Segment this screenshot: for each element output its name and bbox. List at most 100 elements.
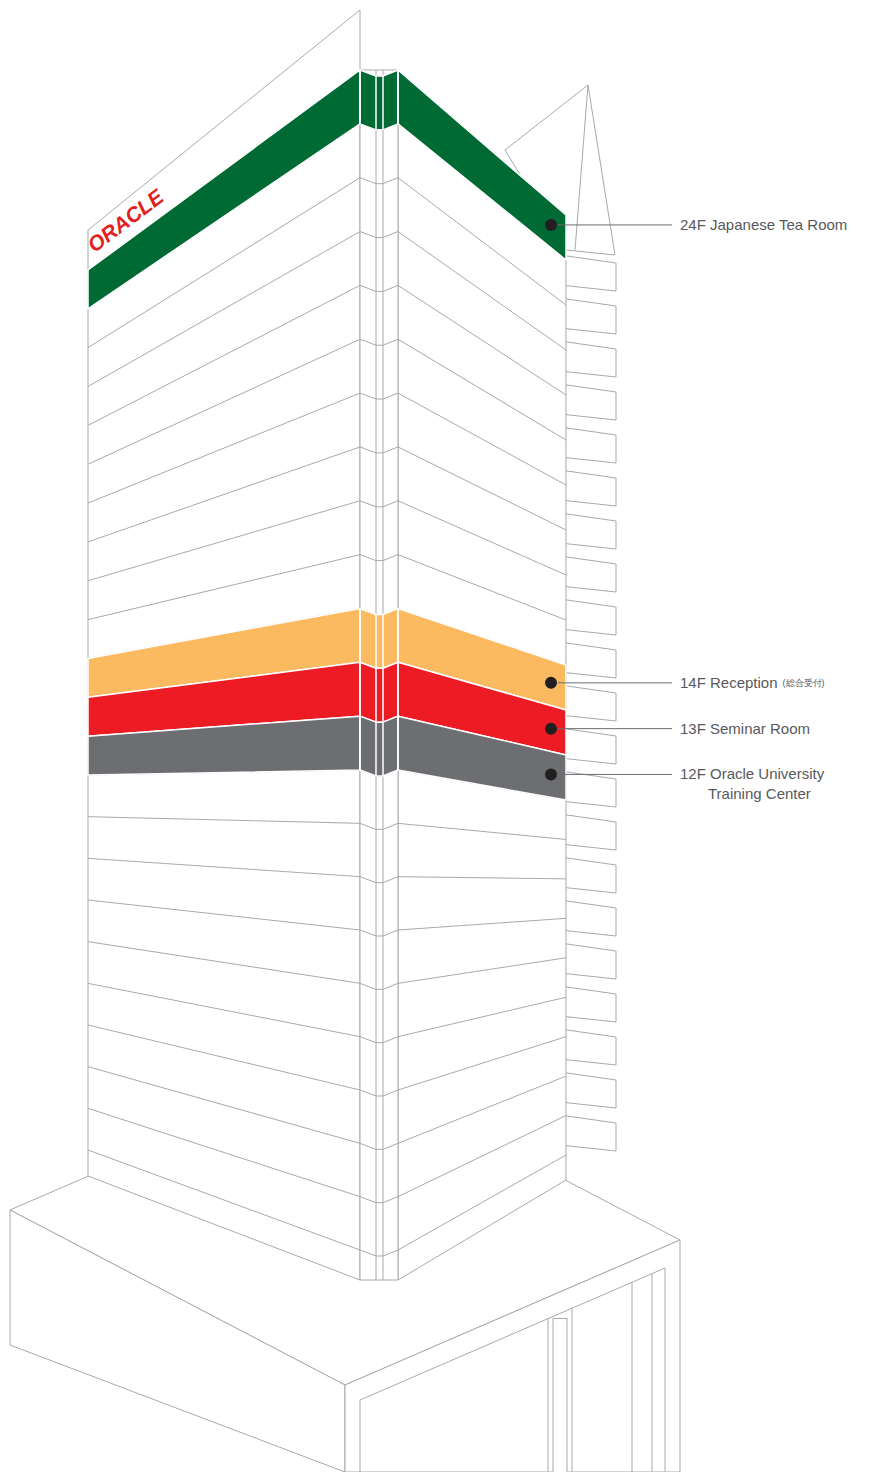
entrance-canopy [360, 1268, 665, 1400]
floor-line [360, 1250, 376, 1256]
facade-fin [560, 685, 616, 721]
floor-line [88, 555, 360, 620]
floor-label: 24F Japanese Tea Room [680, 215, 847, 235]
facade-fin [560, 642, 616, 678]
floor-line [383, 555, 398, 561]
floor-line [383, 393, 398, 399]
floor-line [376, 506, 383, 507]
band-groove [382, 614, 384, 668]
band-groove [397, 716, 399, 770]
floor-line [383, 1197, 398, 1203]
floor-label: 12F Oracle University Training Center [680, 764, 855, 804]
building-left-face [88, 10, 360, 1280]
floor-band [88, 716, 360, 775]
floor-line [398, 997, 566, 1036]
band-groove [375, 668, 377, 722]
floor-line [398, 285, 566, 395]
corner-groove [376, 70, 377, 1280]
floor-line [376, 989, 383, 990]
facade-fin [560, 341, 616, 377]
floor-line [376, 1096, 383, 1097]
floor-line [360, 823, 376, 829]
entrance-edge [665, 1268, 666, 1472]
translation-note: (総合受付) [783, 673, 825, 693]
band-groove [382, 668, 384, 722]
entrance-pillar [572, 1308, 573, 1472]
floor-line [398, 447, 566, 530]
floor-line [360, 1197, 376, 1203]
floor-line [376, 1042, 383, 1043]
label-slot: 24F Japanese Tea Room [680, 215, 847, 235]
corner-groove [383, 70, 384, 1280]
band-groove [375, 722, 377, 776]
entrance-column [553, 1318, 567, 1472]
label-slot: 13F Seminar Room [680, 719, 810, 739]
facade-fin [560, 255, 616, 291]
floor-line [360, 232, 376, 238]
floor-band [398, 716, 566, 800]
floor-band [360, 716, 398, 776]
floor-line [383, 877, 398, 883]
band-groove [375, 614, 377, 668]
facade-fin [560, 771, 616, 807]
band-groove [382, 76, 384, 130]
floor-line [376, 345, 383, 346]
floor-line [376, 399, 383, 400]
entrance-pillar [548, 1319, 549, 1472]
facade-fin [560, 986, 616, 1022]
floor-line [383, 501, 398, 507]
band-groove [359, 716, 361, 770]
floor-line [383, 339, 398, 345]
floor-line [88, 285, 360, 425]
floor-line [360, 983, 376, 989]
building-corner [360, 70, 398, 1280]
floor-line [383, 1090, 398, 1096]
floor-line [383, 232, 398, 238]
floor-label: 14F Reception [680, 673, 778, 693]
floor-line [88, 393, 360, 503]
floor-label: 13F Seminar Room [680, 719, 810, 739]
facade-fin [560, 513, 616, 549]
floor-line [88, 1025, 360, 1090]
entrance-edge [360, 1400, 361, 1472]
floor-line [360, 339, 376, 345]
floor-line [88, 339, 360, 464]
label-slot: 14F Reception [680, 673, 778, 693]
floor-band [88, 70, 360, 309]
facade-fin [560, 728, 616, 764]
facade-fin [560, 1029, 616, 1065]
building-right-face [398, 70, 566, 1280]
floor-band [360, 608, 398, 668]
floor-band [360, 662, 398, 722]
floor-line [360, 447, 376, 453]
logo-text: ORACLE [84, 186, 167, 255]
floor-line [88, 942, 360, 984]
floor-band [398, 70, 566, 260]
floor-line [398, 1037, 566, 1090]
floor-line [383, 1037, 398, 1043]
floor-line [383, 1250, 398, 1256]
floor-line [398, 1076, 566, 1143]
floor-line [360, 555, 376, 561]
floor-line [376, 829, 383, 830]
facade-fin [560, 900, 616, 936]
leader-line [558, 728, 672, 729]
floor-line [88, 817, 360, 824]
callout-dot [545, 219, 557, 231]
floor-line [398, 823, 566, 839]
facade-fin [560, 1072, 616, 1108]
floor-line [376, 452, 383, 453]
floor-line [398, 918, 566, 930]
facade-fin [560, 1115, 616, 1151]
floor-line [376, 1202, 383, 1203]
floor-band [360, 70, 398, 130]
floor-line [360, 1037, 376, 1043]
floor-line [360, 930, 376, 936]
floor-line [398, 1155, 566, 1250]
label-slot: 12F Oracle University Training Center [680, 764, 855, 804]
floor-line [360, 285, 376, 291]
callout-dot [545, 723, 557, 735]
floor-line [398, 1116, 566, 1197]
